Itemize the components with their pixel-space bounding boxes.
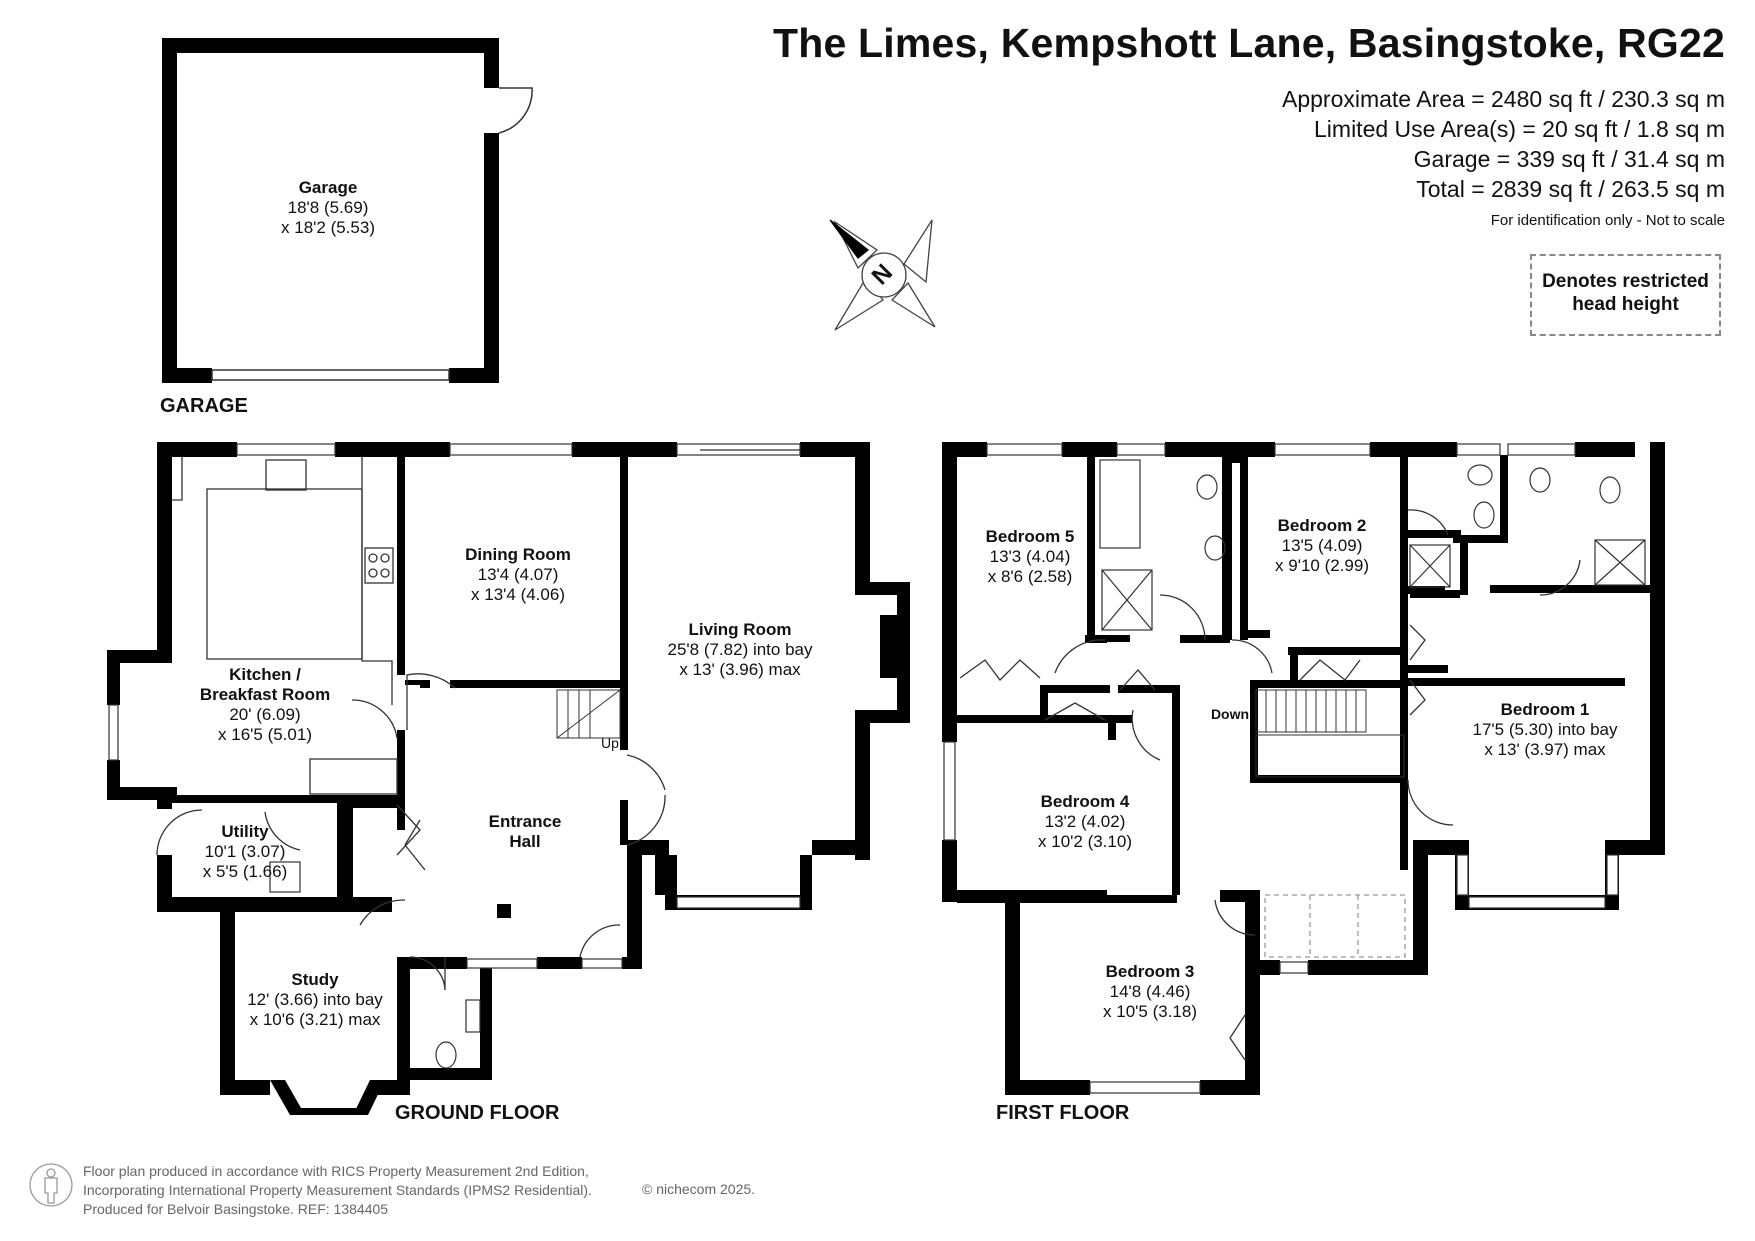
room-name: Utility (221, 822, 269, 841)
room-dim: 13'5 (4.09) (1281, 536, 1363, 555)
room-name: Study (291, 970, 339, 989)
room-name: Garage (298, 178, 358, 197)
garage-door (211, 369, 450, 381)
first-floor-windows (943, 443, 1619, 1094)
person-icon (29, 1163, 73, 1207)
room-dim: 13'2 (4.02) (1044, 812, 1126, 831)
room-name: Bedroom 3 (1105, 962, 1195, 981)
room-kitchen: Kitchen / Breakfast Room 20' (6.09) x 16… (175, 665, 355, 745)
room-dim: x 8'6 (2.58) (987, 567, 1073, 586)
footer-line-2: Incorporating International Property Mea… (83, 1182, 592, 1198)
room-dim: x 13' (3.97) max (1484, 740, 1606, 759)
room-dim: 14'8 (4.46) (1109, 982, 1191, 1001)
stairs-up (556, 689, 621, 739)
kitchen-island (207, 489, 362, 659)
room-entrance-hall: Entrance Hall (465, 812, 585, 852)
room-dim: 10'1 (3.07) (204, 842, 286, 861)
stairs-down-label: Down (1205, 704, 1255, 724)
room-bedroom-4: Bedroom 4 13'2 (4.02) x 10'2 (3.10) (1005, 792, 1165, 852)
floor-label-ground: GROUND FLOOR (395, 1102, 560, 1124)
room-name: Kitchen / (229, 665, 301, 684)
room-name: Dining Room (465, 545, 571, 564)
total-area: Total = 2839 sq ft / 263.5 sq m (1416, 176, 1725, 202)
room-name: Bedroom 5 (985, 527, 1075, 546)
copyright: © nichecom 2025. (642, 1181, 756, 1197)
room-name: Living Room (688, 620, 792, 639)
footer-line-1: Floor plan produced in accordance with R… (83, 1163, 589, 1179)
room-name: Bedroom 1 (1500, 700, 1590, 719)
room-dim: x 10'2 (3.10) (1038, 832, 1132, 851)
room-name: Breakfast Room (199, 685, 331, 704)
room-dim: 17'5 (5.30) into bay (1472, 720, 1618, 739)
room-utility: Utility 10'1 (3.07) x 5'5 (1.66) (165, 822, 325, 882)
room-dining: Dining Room 13'4 (4.07) x 13'4 (4.06) (418, 545, 618, 605)
stairs-label: Up (601, 735, 619, 751)
approximate-area: Approximate Area = 2480 sq ft / 230.3 sq… (1281, 86, 1725, 112)
room-dim: x 9'10 (2.99) (1275, 556, 1369, 575)
bathroom-fixtures (1099, 459, 1646, 631)
room-dim: 13'3 (4.04) (989, 547, 1071, 566)
room-dim: 13'4 (4.07) (477, 565, 559, 584)
floor-label-first: FIRST FLOOR (996, 1102, 1130, 1124)
room-dim: x 5'5 (1.66) (202, 862, 288, 881)
garage-walls (162, 38, 499, 383)
room-garage: Garage 18'8 (5.69) x 18'2 (5.53) (228, 178, 428, 238)
restricted-head-height-area (1264, 894, 1406, 958)
stairs-down (1255, 689, 1405, 778)
stairs-up-label: Up (595, 733, 625, 753)
room-dim: 25'8 (7.82) into bay (667, 640, 813, 659)
room-name: Bedroom 4 (1040, 792, 1130, 811)
room-bedroom-5: Bedroom 5 13'3 (4.04) x 8'6 (2.58) (955, 527, 1105, 587)
room-dim: x 18'2 (5.53) (281, 218, 375, 237)
room-dim: x 16'5 (5.01) (218, 725, 312, 744)
room-dim: x 10'5 (3.18) (1103, 1002, 1197, 1021)
room-dim: 20' (6.09) (229, 705, 301, 724)
floor-label-garage: GARAGE (160, 395, 248, 417)
legend-line-1: Denotes restricted (1542, 271, 1709, 292)
room-name: Hall (509, 832, 541, 851)
room-name: Bedroom 2 (1277, 516, 1367, 535)
restricted-height-legend: Denotes restricted head height (1530, 254, 1721, 336)
compass-icon (829, 219, 936, 331)
limited-use-area: Limited Use Area(s) = 20 sq ft / 1.8 sq … (1314, 116, 1725, 142)
room-dim: x 13' (3.96) max (679, 660, 801, 679)
wc-fixtures (269, 861, 481, 1069)
room-living: Living Room 25'8 (7.82) into bay x 13' (… (640, 620, 840, 680)
identification-note: For identification only - Not to scale (1490, 212, 1725, 229)
legend-line-2: head height (1572, 294, 1679, 315)
room-study: Study 12' (3.66) into bay x 10'6 (3.21) … (225, 970, 405, 1030)
room-dim: x 10'6 (3.21) max (249, 1010, 381, 1029)
room-dim: x 13'4 (4.06) (471, 585, 565, 604)
footer-notes: Floor plan produced in accordance with R… (83, 1162, 592, 1219)
room-bedroom-3: Bedroom 3 14'8 (4.46) x 10'5 (3.18) (1070, 962, 1230, 1022)
room-dim: 12' (3.66) into bay (247, 990, 383, 1009)
hall-column (497, 904, 511, 918)
garage-side-door-swing (498, 87, 533, 134)
first-floor-door-swings (959, 509, 1581, 1061)
room-name: Entrance (488, 812, 562, 831)
ground-floor-door-swings (156, 449, 800, 991)
page-title: The Limes, Kempshott Lane, Basingstoke, … (772, 20, 1725, 66)
footer-line-3: Produced for Belvoir Basingstoke. REF: 1… (83, 1201, 389, 1217)
room-dim: 18'8 (5.69) (287, 198, 369, 217)
room-bedroom-2: Bedroom 2 13'5 (4.09) x 9'10 (2.99) (1237, 516, 1407, 576)
garage-area: Garage = 339 sq ft / 31.4 sq m (1413, 146, 1725, 172)
room-bedroom-1: Bedroom 1 17'5 (5.30) into bay x 13' (3.… (1450, 700, 1640, 760)
stairs-label: Down (1210, 706, 1250, 722)
kitchen-fittings (172, 457, 398, 795)
